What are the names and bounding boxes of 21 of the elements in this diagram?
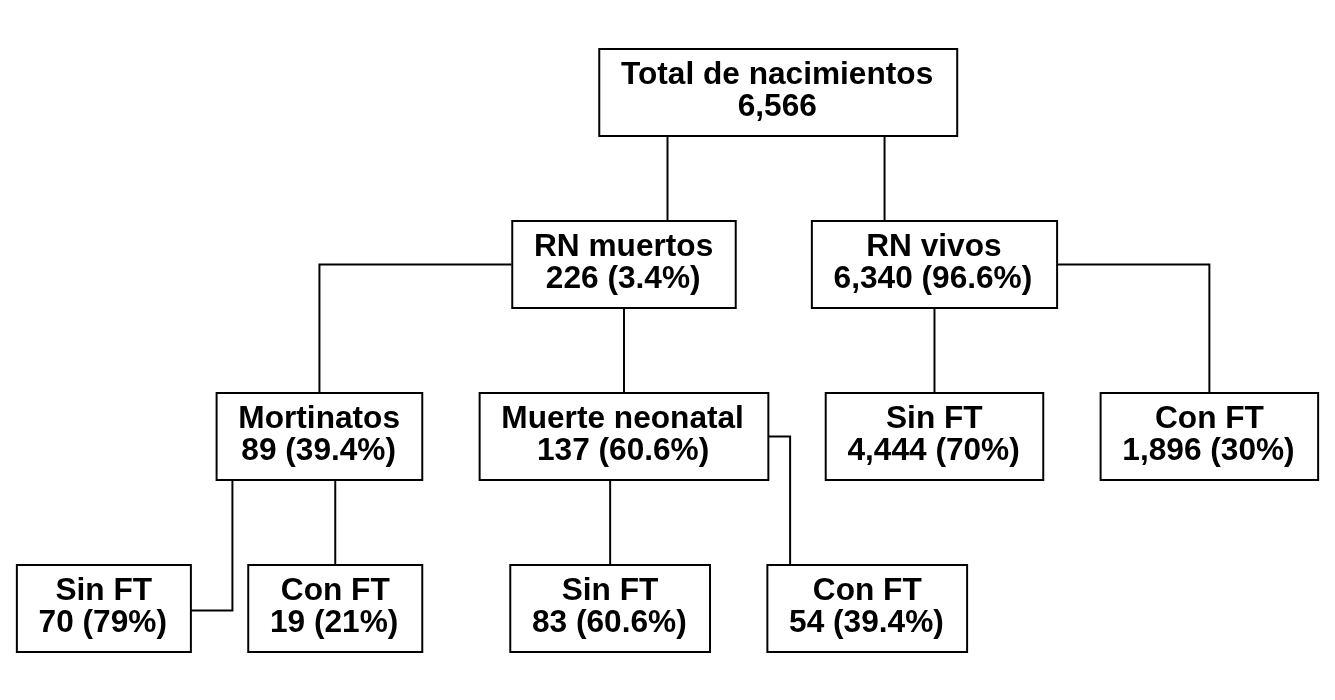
- node-box: RN muertos 226 (3.4%): [511, 219, 737, 309]
- node-box: Con FT 54 (39.4%): [766, 563, 969, 653]
- connector: [334, 479, 337, 566]
- connector: [609, 479, 612, 566]
- node-box: Sin FT 70 (79%): [15, 563, 192, 653]
- node-box: RN vivos 6,340 (96.6%): [810, 219, 1059, 309]
- connector: [933, 307, 936, 394]
- node-box: Sin FT 4,444 (70%): [824, 391, 1045, 481]
- connector: [666, 135, 669, 222]
- node-box: Muerte neonatal 137 (60.6%): [478, 391, 770, 481]
- node-box: Sin FT 83 (60.6%): [509, 563, 711, 653]
- node-box: Con FT 19 (21%): [247, 563, 424, 653]
- connector: [767, 435, 792, 565]
- connector: [1056, 263, 1211, 393]
- connector: [190, 478, 234, 612]
- node-box: Mortinatos 89 (39.4%): [215, 391, 424, 481]
- connector: [883, 135, 886, 222]
- connector: [623, 307, 625, 394]
- node-box: Total de nacimientos 6,566: [598, 47, 959, 137]
- node-box: Con FT 1,896 (30%): [1099, 391, 1320, 481]
- connector: [318, 263, 513, 393]
